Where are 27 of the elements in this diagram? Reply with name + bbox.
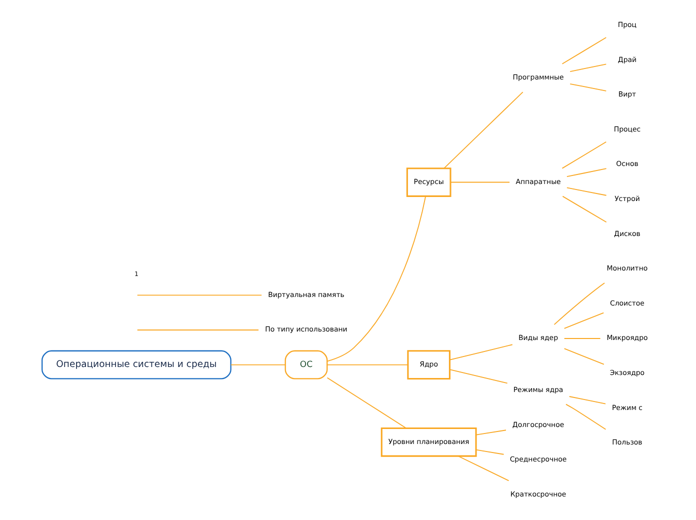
connector	[449, 369, 508, 384]
connector	[230, 364, 286, 366]
connector	[568, 396, 606, 404]
connector	[326, 377, 407, 429]
connector	[564, 338, 601, 339]
connector	[326, 364, 408, 366]
connector	[444, 92, 524, 169]
connector	[570, 83, 607, 92]
connector	[562, 37, 607, 64]
node-box: ОС	[284, 350, 328, 380]
connector	[449, 344, 513, 360]
connector	[554, 282, 605, 325]
connector	[562, 141, 607, 169]
connector	[476, 449, 504, 455]
connector	[136, 294, 262, 296]
connector	[564, 348, 604, 365]
connector	[476, 430, 506, 436]
connector	[326, 196, 426, 362]
connector	[566, 168, 607, 178]
connector	[564, 312, 604, 329]
connector	[566, 404, 606, 430]
connector	[570, 64, 607, 72]
connector	[562, 196, 607, 223]
connector	[566, 187, 607, 196]
connector	[458, 456, 510, 482]
connector	[450, 182, 510, 183]
node-box: Операционные системы и среды	[42, 350, 232, 380]
